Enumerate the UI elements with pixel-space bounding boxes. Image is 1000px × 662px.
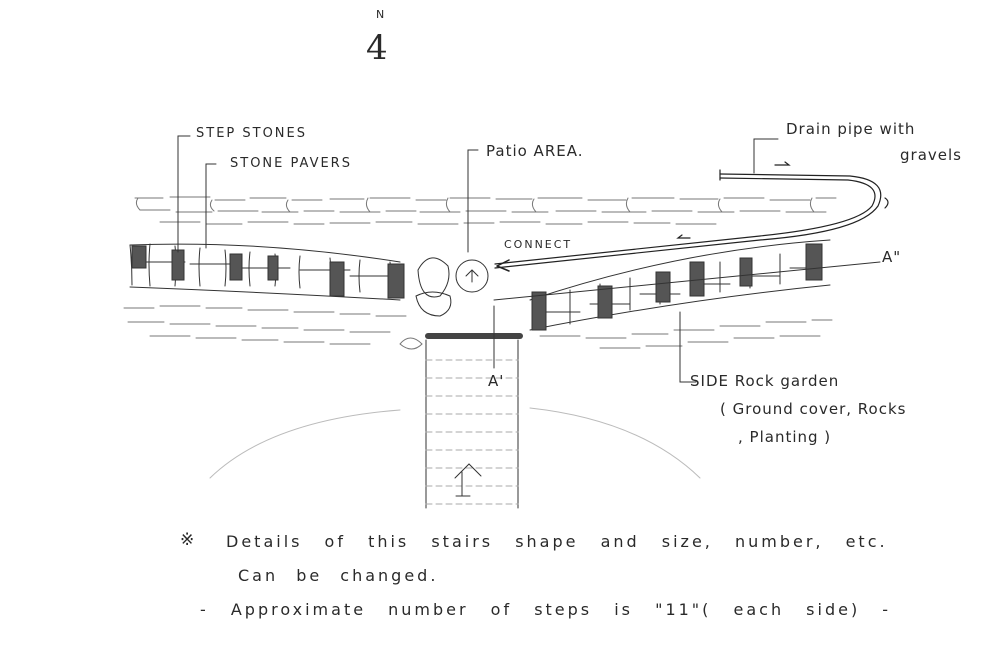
note-line1: Details of this stairs shape and size, n… [226,532,888,551]
label-side-rock-garden-line3: , Planting ) [738,428,832,446]
sketch-number: 4 [366,28,389,68]
drain-pipe [494,161,889,272]
label-section-a-double: A" [882,248,902,266]
note-line3: - Approximate number of steps is "11"( e… [200,600,892,619]
label-side-rock-garden-line1: SIDE Rock garden [690,372,840,390]
upper-stone-wall [134,196,837,225]
label-stone-pavers: STONE PAVERS [230,156,352,171]
patio-stones [415,257,489,317]
note-symbol: ※ [180,530,198,550]
right-dark-stones [531,243,823,331]
compass-north-letter: N [376,8,386,21]
lower-stone-wall [123,305,833,350]
leader-lines [177,135,881,383]
note-line2: Can be changed. [238,566,439,585]
label-drain-pipe-line2: gravels [900,146,962,164]
left-dark-stones [131,245,405,299]
left-stone-band [129,243,401,301]
stairs [425,333,523,509]
label-step-stones: STEP STONES [196,126,307,141]
label-drain-pipe-line1: Drain pipe with [786,120,916,138]
label-patio-area: Patio AREA. [486,142,584,160]
label-side-rock-garden-line2: ( Ground cover, Rocks [720,400,907,418]
label-connect: CONNECT [504,238,573,251]
label-section-a-single: A' [488,372,505,390]
